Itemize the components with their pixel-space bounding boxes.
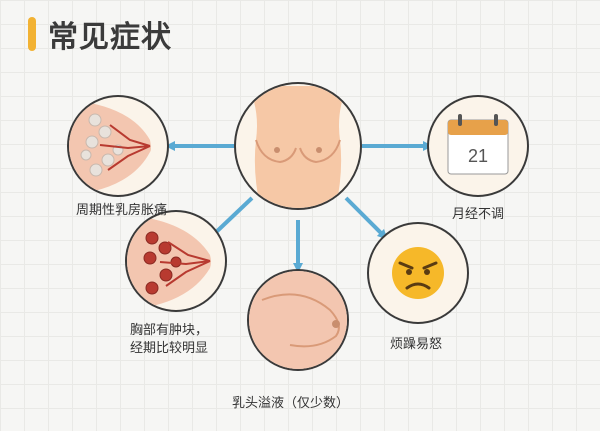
title-block: 常见症状 (28, 14, 172, 55)
angry-face-icon (367, 222, 469, 324)
label-irritability: 烦躁易怒 (390, 337, 443, 352)
title-accent-bar (28, 17, 36, 51)
label-lump-line2: 经期比较明显 (130, 341, 209, 356)
chest-icon (234, 82, 362, 210)
breast-tissue-icon (67, 95, 169, 197)
page-title: 常见症状 (48, 20, 172, 55)
label-cyclic-pain: 周期性乳房胀痛 (76, 203, 168, 218)
arrow-to-lump (208, 196, 254, 240)
label-lump-line1: 胸部有肿块， (130, 323, 209, 338)
breast-side-icon (247, 269, 349, 371)
calendar-icon: 21 (427, 95, 529, 197)
label-nipple-discharge: 乳头溢液（仅少数） (232, 396, 350, 411)
arrows (165, 141, 433, 273)
label-irregular-period: 月经不调 (452, 207, 505, 222)
breast-lump-icon (125, 210, 227, 312)
calendar-day: 21 (468, 146, 488, 166)
arrow-to-irritability (344, 196, 388, 240)
